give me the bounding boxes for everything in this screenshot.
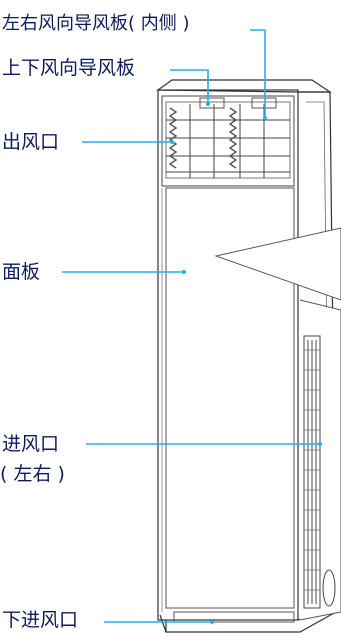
outlet-grille: [161, 95, 295, 187]
leader-dots: [170, 102, 322, 624]
label-panel: 面板: [2, 261, 41, 283]
callout-wedge: [214, 227, 341, 621]
lower-inlet-slot: [173, 611, 295, 623]
inlet-grille: [303, 335, 336, 609]
leader-side-louver: [250, 29, 266, 118]
label-air-inlet-note: ( 左右 ): [0, 463, 65, 485]
dot-panel: [182, 270, 186, 274]
label-top-louver: 上下风向导风板: [2, 57, 136, 79]
label-air-outlet: 出风口: [2, 131, 60, 153]
dot-side-louver: [263, 116, 267, 120]
leader-top-louver: [170, 69, 209, 104]
dot-top-louver: [206, 102, 210, 106]
front-panel: [161, 187, 295, 612]
dot-lower-inlet: [210, 620, 214, 624]
label-lower-inlet: 下进风口: [2, 609, 79, 631]
dot-air-inlet: [318, 442, 322, 446]
leader-lines: [62, 29, 320, 623]
label-side-louver: 左右风向导风板( 内侧 ): [2, 13, 190, 34]
label-air-inlet: 进风口: [2, 433, 60, 455]
dot-air-outlet: [170, 140, 174, 144]
